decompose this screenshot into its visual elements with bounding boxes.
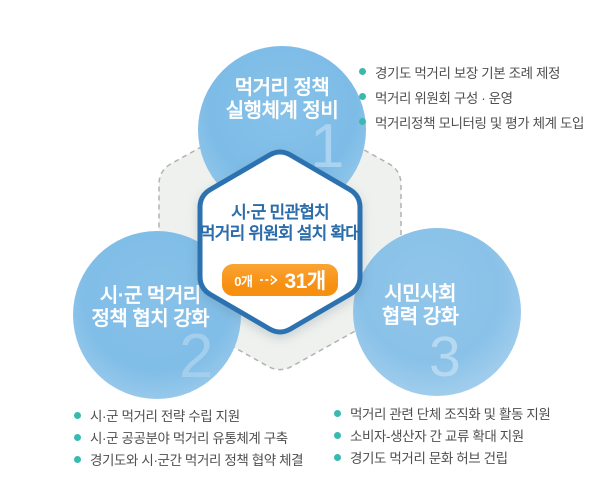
circle-right-label: 시민사회 협력 강화 [353, 283, 487, 329]
list-item-text: 시·군 공공분야 먹거리 유통체계 구축 [90, 431, 288, 446]
circle-left-label-line2: 정책 협치 강화 [91, 308, 210, 330]
list-item-text: 소비자-생산자 간 교류 확대 지원 [350, 429, 524, 444]
circle-left-number: 2 [179, 322, 214, 391]
list-item-text: 경기도 먹거리 문화 허브 건립 [350, 451, 508, 466]
list-item-text: 먹거리 위원회 구성 · 운영 [375, 90, 513, 106]
badge-from-value: 0개 [234, 273, 253, 289]
list-policy-system: 경기도 먹거리 보장 기본 조례 제정 먹거리 위원회 구성 · 운영 먹거리정… [359, 59, 584, 134]
bullet-dot [359, 118, 366, 125]
circle-right-label-line1: 시민사회 [384, 283, 456, 305]
list-item: 경기도 먹거리 문화 허브 건립 [334, 446, 550, 468]
bullet-dot [359, 68, 366, 75]
hexagon-title: 시·군 민관협치 먹거리 위원회 설치 확대 [180, 202, 380, 244]
list-item: 경기도와 시·군간 먹거리 정책 협약 체결 [74, 448, 304, 470]
list-item: 먹거리 위원회 구성 · 운영 [359, 84, 584, 109]
count-badge: 0개 31개 [222, 264, 338, 296]
list-item: 먹거리 관련 단체 조직화 및 활동 지원 [334, 402, 551, 424]
badge-to-value: 31개 [284, 270, 327, 293]
list-item-text: 경기도 먹거리 보장 기본 조례 제정 [375, 65, 561, 81]
bullet-dot [359, 93, 366, 100]
list-governance: 시·군 먹거리 전략 수립 지원 시·군 공공분야 먹거리 유통체계 구축 경기… [74, 404, 304, 470]
list-item: 시·군 공공분야 먹거리 유통체계 구축 [74, 426, 303, 448]
bullet-dot [74, 433, 81, 441]
list-item-text: 먹거리 관련 단체 조직화 및 활동 지원 [350, 407, 551, 422]
list-item: 소비자-생산자 간 교류 확대 지원 [334, 424, 550, 446]
circle-top-policy-system: 먹거리 정책 실행체계 정비 1 [198, 46, 366, 214]
circle-left-label-line1: 시·군 먹거리 [99, 285, 201, 307]
circle-top-label-line1: 먹거리 정책 [234, 77, 330, 99]
hexagon-title-line1: 시·군 민관협치 [231, 203, 330, 222]
bullet-dot [74, 411, 81, 419]
bullet-dot [334, 431, 341, 439]
hexagon-title-line2: 먹거리 위원회 설치 확대 [199, 224, 361, 243]
list-item: 먹거리정책 모니터링 및 평가 체계 도입 [359, 109, 584, 134]
circle-top-number: 1 [310, 112, 345, 181]
circle-left-governance: 시·군 먹거리 정책 협치 강화 2 [73, 231, 241, 399]
circle-right-number: 3 [429, 325, 461, 389]
bullet-dot [74, 455, 81, 463]
circle-left-label: 시·군 먹거리 정책 협치 강화 [73, 285, 228, 331]
list-item-text: 경기도와 시·군간 먹거리 정책 협약 체결 [90, 453, 304, 468]
bullet-dot [334, 453, 341, 461]
bullet-dot [334, 409, 341, 417]
list-item: 경기도 먹거리 보장 기본 조례 제정 [359, 59, 584, 84]
circle-top-label: 먹거리 정책 실행체계 정비 [198, 77, 366, 123]
list-civil-society: 먹거리 관련 단체 조직화 및 활동 지원 소비자-생산자 간 교류 확대 지원… [334, 402, 551, 468]
circle-right-civil-society: 시민사회 협력 강화 3 [353, 228, 521, 396]
dashed-right-arrow-icon [259, 275, 277, 285]
list-item: 시·군 먹거리 전략 수립 지원 [74, 404, 303, 426]
circle-right-label-line2: 협력 강화 [381, 306, 459, 328]
circle-top-label-line2: 실행체계 정비 [225, 100, 339, 122]
list-item-text: 시·군 먹거리 전략 수립 지원 [90, 409, 240, 424]
list-item-text: 먹거리정책 모니터링 및 평가 체계 도입 [375, 115, 585, 131]
